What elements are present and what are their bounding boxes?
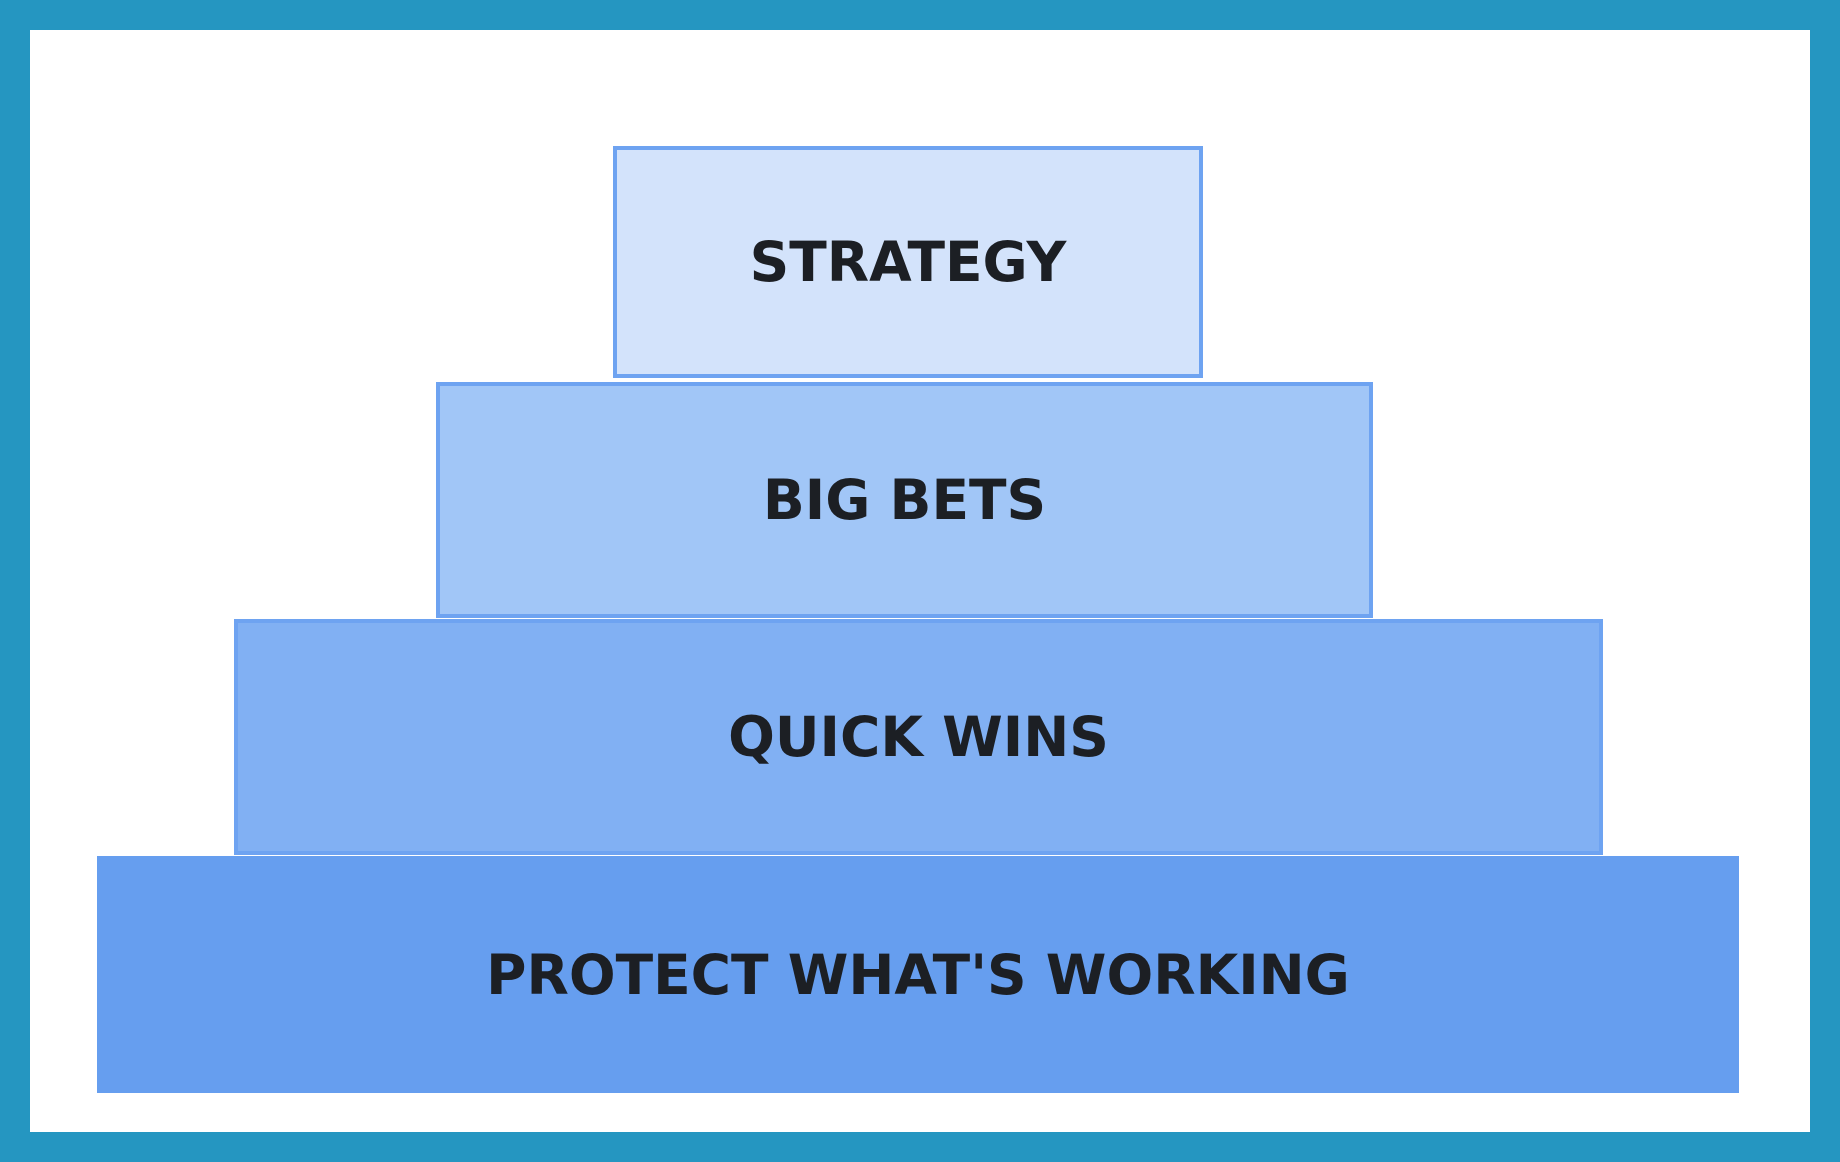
pyramid-tier-strategy: STRATEGY xyxy=(613,146,1203,378)
tier-label-quick-wins: QUICK WINS xyxy=(728,705,1109,769)
diagram-frame: STRATEGY BIG BETS QUICK WINS PROTECT WHA… xyxy=(30,30,1810,1132)
tier-label-strategy: STRATEGY xyxy=(749,230,1067,294)
pyramid-tier-quick-wins: QUICK WINS xyxy=(234,619,1603,855)
tier-label-protect-whats-working: PROTECT WHAT'S WORKING xyxy=(486,942,1350,1007)
tier-label-big-bets: BIG BETS xyxy=(762,468,1047,532)
pyramid-tier-protect-whats-working: PROTECT WHAT'S WORKING xyxy=(97,856,1739,1093)
pyramid-tier-big-bets: BIG BETS xyxy=(436,382,1373,618)
